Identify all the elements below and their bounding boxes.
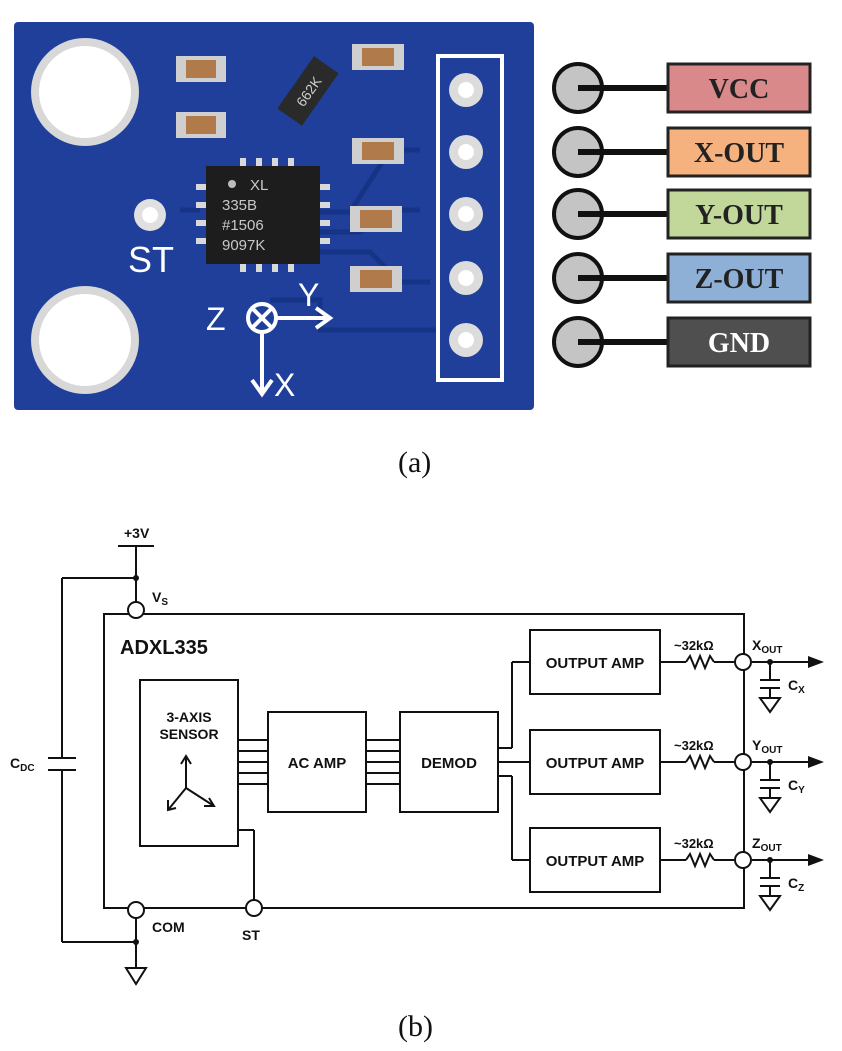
svg-text:XL: XL [250, 177, 268, 194]
com-pin [127, 901, 145, 919]
pin-header-outline [436, 54, 504, 382]
block-diagram: +3V VS ADXL335 CDC COM ST 3-AXIS SENSOR … [10, 525, 824, 986]
svg-text:#1506: #1506 [222, 217, 264, 234]
output-amp-y: OUTPUT AMP [546, 755, 645, 772]
pin-z-out: Z-OUT [552, 252, 812, 304]
vs-label: VS [152, 589, 168, 608]
chip-name: ADXL335 [120, 637, 208, 659]
resistor-label-y: ~32kΩ [674, 738, 714, 753]
output-amp-x: OUTPUT AMP [546, 655, 645, 672]
yout-pin [734, 753, 752, 771]
smd-components [176, 44, 404, 292]
svg-text:VCC: VCC [709, 74, 770, 105]
pin-y-out: Y-OUT [552, 188, 812, 240]
ac-amp-label: AC AMP [288, 755, 347, 772]
cx-label: CX [788, 677, 805, 696]
output-amp-z: OUTPUT AMP [546, 853, 645, 870]
vs-pin [127, 601, 145, 619]
supply-label: +3V [124, 525, 150, 541]
svg-text:Y-OUT: Y-OUT [695, 200, 783, 231]
pin-x-out: X-OUT [552, 126, 812, 178]
svg-text:X-OUT: X-OUT [694, 138, 785, 169]
cz-label: CZ [788, 875, 804, 894]
axis-x-label: X [274, 367, 295, 403]
svg-text:9097K: 9097K [222, 237, 265, 254]
pin-vcc: VCC [552, 62, 812, 114]
svg-text:Z-OUT: Z-OUT [695, 264, 784, 295]
xout-pin [734, 653, 752, 671]
sensor-label-2: SENSOR [159, 726, 218, 742]
axis-y-label: Y [298, 277, 319, 313]
caption-b: (b) [398, 1010, 433, 1043]
caption-a: (a) [398, 446, 432, 479]
accelerometer-chip: XL 335B #1506 9097K [196, 158, 330, 272]
zout-label: ZOUT [752, 835, 782, 854]
svg-text:GND: GND [708, 328, 770, 359]
demod-label: DEMOD [421, 755, 477, 772]
pinout-legend: VCC X-OUT Y-OUT Z-OUT GND [552, 62, 812, 368]
resistor-label-z: ~32kΩ [674, 836, 714, 851]
yout-label: YOUT [752, 737, 782, 756]
axis-indicator [246, 302, 334, 398]
zout-pin [734, 851, 752, 869]
cy-label: CY [788, 777, 805, 796]
pcb-figure: 662K XL 335B #1506 9097K ST Z Y X [14, 22, 812, 410]
pin-gnd: GND [552, 316, 812, 368]
axis-z-label: Z [206, 301, 226, 337]
com-label: COM [152, 919, 185, 935]
header-pads [449, 73, 483, 357]
resistor-label-x: ~32kΩ [674, 638, 714, 653]
xout-label: XOUT [752, 637, 782, 656]
sensor-label-1: 3-AXIS [166, 709, 211, 725]
st-silkscreen-label: ST [128, 239, 174, 280]
cdc-label: CDC [10, 755, 35, 774]
svg-text:335B: 335B [222, 197, 257, 214]
st-label: ST [242, 927, 260, 943]
st-pin [245, 899, 263, 917]
